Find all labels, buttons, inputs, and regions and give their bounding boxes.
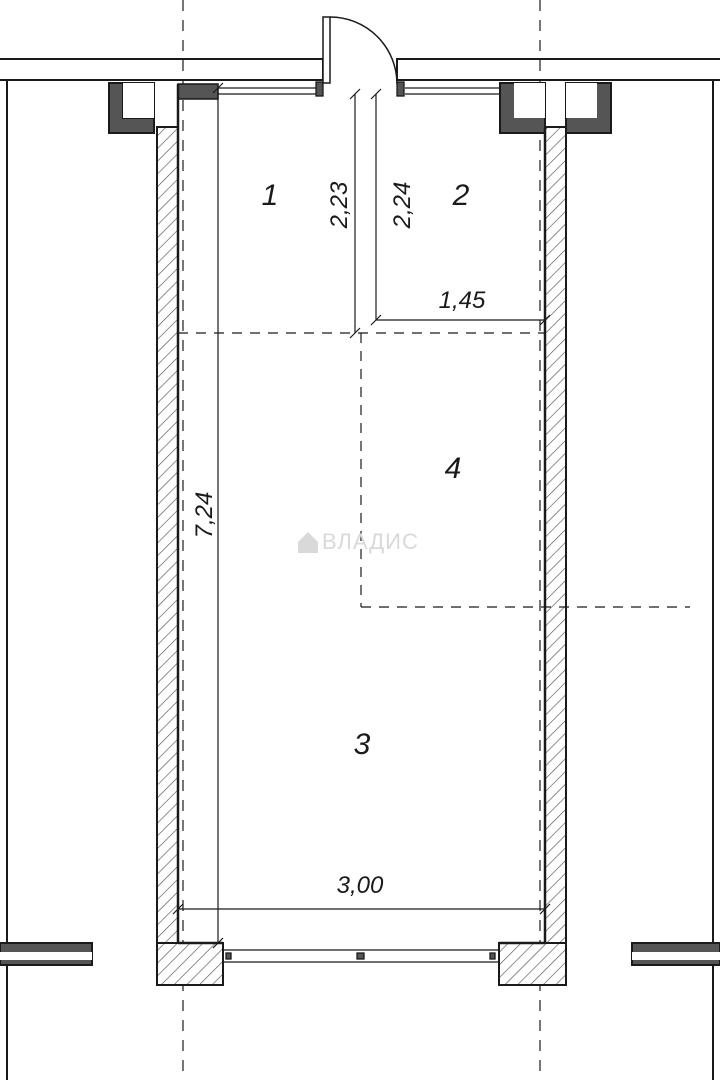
watermark-house-icon bbox=[298, 532, 318, 553]
bottom-glazing bbox=[223, 949, 499, 963]
top-wall-left-outer bbox=[0, 58, 324, 81]
room-label-2: 2 bbox=[452, 179, 470, 212]
zone-boundaries bbox=[178, 332, 690, 608]
wall-left bbox=[156, 126, 179, 986]
pocket-right-outer-inner bbox=[566, 83, 597, 118]
door-leaf bbox=[322, 16, 331, 84]
entry-door bbox=[322, 16, 398, 85]
pocket-right-inner-hole bbox=[514, 83, 545, 118]
watermark: ВЛАДИС bbox=[298, 529, 419, 554]
adjacent-walls-bottom bbox=[0, 942, 720, 966]
top-wall-right-outer bbox=[396, 58, 720, 81]
wall-bottom-left bbox=[156, 942, 224, 986]
adjacent-walls-top bbox=[0, 58, 720, 1080]
dim-label-width: 3,00 bbox=[337, 872, 384, 899]
dim-label-total-length: 7,24 bbox=[191, 492, 218, 539]
interior-outline bbox=[176, 84, 547, 945]
wall-right bbox=[544, 126, 567, 986]
room-label-3: 3 bbox=[354, 728, 371, 761]
dim-label-room1-depth: 2,23 bbox=[326, 181, 353, 229]
column-top-left bbox=[177, 83, 219, 100]
dim-label-room2-depth: 2,24 bbox=[389, 182, 416, 230]
pocket-left-outer-inner bbox=[123, 83, 154, 118]
top-pockets bbox=[108, 82, 612, 134]
top-glazing bbox=[218, 81, 500, 97]
dimension-lines bbox=[172, 82, 551, 949]
room-label-1: 1 bbox=[262, 179, 279, 212]
room-label-4: 4 bbox=[445, 452, 462, 485]
dim-label-room2-width: 1,45 bbox=[439, 287, 486, 314]
door-swing-arc bbox=[329, 16, 398, 85]
watermark-text: ВЛАДИС bbox=[322, 529, 419, 554]
axis-lines bbox=[182, 0, 541, 1080]
wall-bottom-right bbox=[498, 942, 567, 986]
